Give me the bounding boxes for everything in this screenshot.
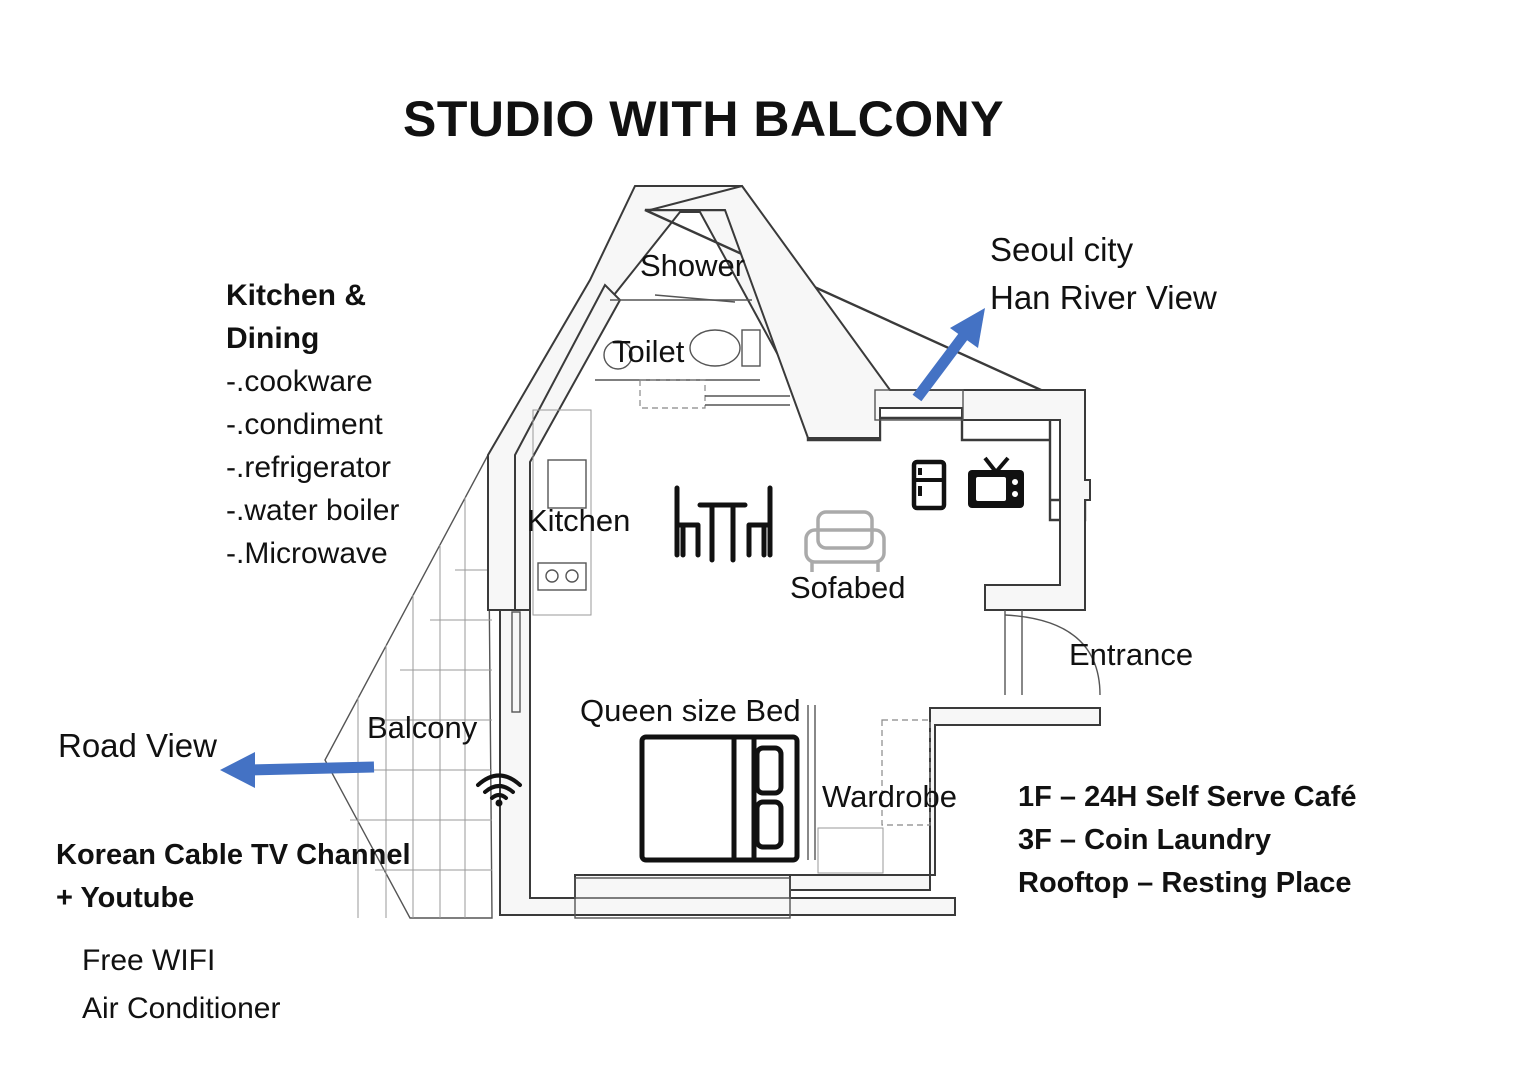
list-item: -.refrigerator: [226, 451, 392, 484]
cooktop: [537, 562, 587, 591]
tv-info-line: Korean Cable TV Channel: [56, 839, 411, 871]
tv-icon: [968, 456, 1024, 508]
list-item: Air Conditioner: [82, 992, 281, 1025]
city-view-line1: Seoul city: [990, 231, 1134, 268]
room-label-toilet: Toilet: [612, 334, 685, 369]
road-view-label: Road View: [58, 727, 217, 764]
room-label-balcony: Balcony: [367, 710, 478, 745]
list-item: -.Microwave: [226, 537, 388, 570]
wifi-icon: [476, 773, 522, 807]
city-view-line2: Han River View: [990, 279, 1217, 316]
entrance-door-swing: [1004, 614, 1101, 696]
arrow-icon: [912, 308, 985, 402]
list-item: -.water boiler: [226, 494, 400, 527]
kitchen-dining-heading: Dining: [226, 322, 320, 355]
room-label-kitchen: Kitchen: [527, 503, 631, 538]
list-item: Rooftop – Resting Place: [1018, 867, 1352, 899]
bed-icon: [639, 734, 800, 863]
room-label-sofabed: Sofabed: [790, 570, 906, 605]
page-title: STUDIO WITH BALCONY: [403, 91, 1005, 147]
amenities-list: Free WIFI Air Conditioner: [82, 937, 280, 1033]
list-item: Free WIFI: [82, 944, 216, 977]
east-wall: [649, 184, 1091, 611]
arrow-icon: [220, 752, 375, 788]
sofa-icon: [804, 510, 886, 572]
bathroom-door: [639, 379, 706, 409]
list-item: 3F – Coin Laundry: [1018, 824, 1271, 856]
room-label-wardrobe: Wardrobe: [822, 779, 957, 814]
toilet-fixture: [689, 329, 741, 367]
balcony-outline: [324, 454, 493, 919]
balcony-door: [511, 611, 521, 713]
room-label-bed: Queen size Bed: [580, 693, 801, 728]
list-item: -.condiment: [226, 408, 383, 441]
room-label-shower: Shower: [640, 248, 746, 283]
floors-list: 1F – 24H Self Serve Café 3F – Coin Laund…: [1018, 776, 1357, 905]
kitchen-counter: [532, 409, 592, 616]
south-wall: [499, 609, 1101, 916]
tv-info: Korean Cable TV Channel + Youtube: [56, 834, 411, 920]
kitchen-dining-heading: Kitchen &: [226, 279, 367, 312]
list-item: -.cookware: [226, 365, 373, 398]
dining-table-icon: [674, 485, 773, 563]
bathroom-sink: [603, 340, 633, 370]
wardrobe-outline: [881, 719, 931, 826]
tv-info-line: + Youtube: [56, 882, 195, 914]
room-label-entrance: Entrance: [1069, 637, 1194, 672]
kitchen-dining-list: Kitchen & Dining -.cookware -.condiment …: [226, 274, 399, 575]
list-item: 1F – 24H Self Serve Café: [1018, 781, 1357, 813]
kitchen-sink: [547, 459, 587, 509]
refrigerator-icon: [911, 459, 947, 511]
